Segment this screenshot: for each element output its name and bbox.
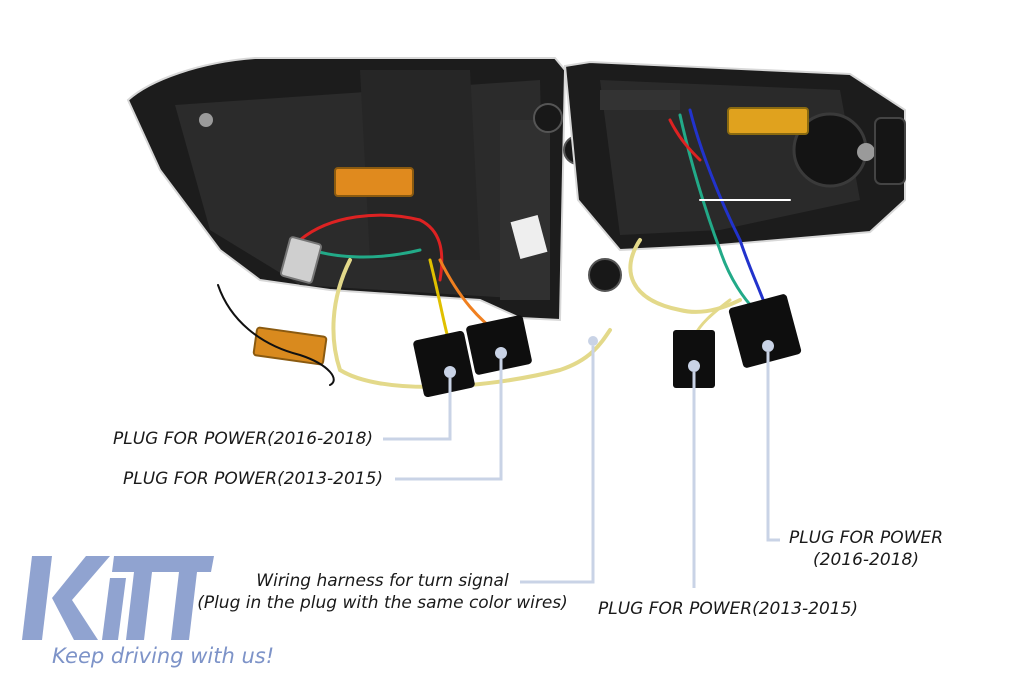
label-harness-line1: Wiring harness for turn signal [256,571,509,591]
outer-tail-light [126,57,622,322]
label-harness: Wiring harness for turn signal (Plug in … [185,570,580,614]
plug-connectors [280,236,802,398]
label-power-2016-2018-right-line2: (2016-2018) [813,550,919,570]
brand-tagline: Keep driving with us! [52,644,275,668]
label-power-2013-2015-left: PLUG FOR POWER(2013-2015) [123,469,384,489]
label-power-2016-2018-right-line1: PLUG FOR POWER [788,528,944,548]
label-power-2016-2018-right: PLUG FOR POWER (2016-2018) [786,527,946,571]
kitt-logo [22,556,214,640]
inner-tail-light [563,60,906,252]
load-resistors [252,107,809,366]
label-harness-line2: (Plug in the plug with the same color wi… [197,593,568,613]
label-power-2016-2018-left: PLUG FOR POWER(2016-2018) [113,429,374,449]
label-power-2013-2015-right: PLUG FOR POWER(2013-2015) [598,599,859,619]
wiring-harness [217,108,791,389]
callout-lines [383,346,780,588]
